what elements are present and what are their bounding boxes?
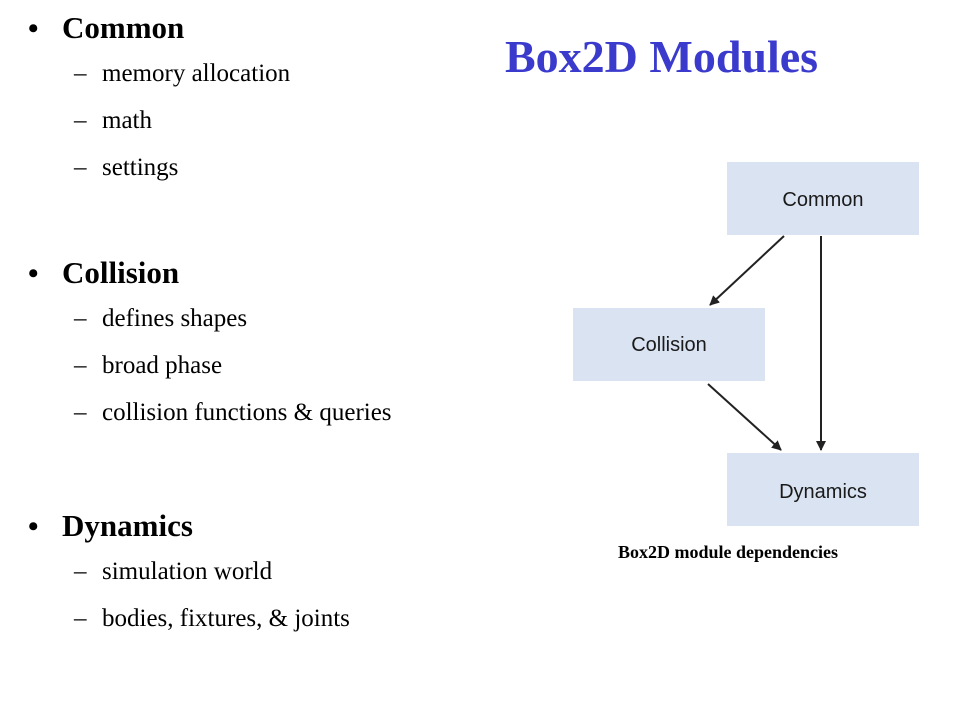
section-common: • Common – memory allocation – math – se… (28, 10, 290, 201)
heading-text: Collision (62, 255, 180, 290)
bullet-icon: • (28, 510, 39, 543)
edge-collision-to-dynamics (707, 383, 782, 451)
section-collision: • Collision – defines shapes – broad pha… (28, 255, 392, 446)
edge-common-to-collision (709, 235, 785, 306)
list-item: – broad phase (28, 352, 392, 399)
dash-icon: – (74, 558, 87, 585)
diagram-caption: Box2D module dependencies (617, 542, 839, 562)
dash-icon: – (74, 605, 87, 632)
bullet-icon: • (28, 12, 39, 45)
dash-icon: – (74, 154, 87, 181)
list-item-text: bodies, fixtures, & joints (102, 605, 350, 632)
section-heading: • Dynamics (28, 508, 350, 548)
dash-icon: – (74, 107, 87, 134)
node-dynamics-label: Dynamics (779, 481, 867, 503)
node-common-box (727, 162, 919, 235)
bullet-icon: • (28, 257, 39, 290)
dash-icon: – (74, 305, 87, 332)
list-item: – memory allocation (28, 60, 290, 107)
list-item-text: defines shapes (102, 305, 248, 332)
section-heading: • Collision (28, 255, 392, 295)
dash-icon: – (74, 60, 87, 87)
dash-icon: – (74, 399, 87, 426)
list-item-text: memory allocation (102, 60, 291, 87)
node-collision-label: Collision (631, 334, 707, 356)
node-dynamics-box (727, 453, 919, 526)
dash-icon: – (74, 352, 87, 379)
node-collision-box (573, 308, 765, 381)
section-dynamics: • Dynamics – simulation world – bodies, … (28, 508, 350, 652)
list-item: – collision functions & queries (28, 399, 392, 446)
list-item-text: broad phase (102, 352, 223, 379)
heading-text: Common (62, 10, 185, 45)
list-item: – settings (28, 154, 290, 201)
list-item-text: settings (102, 154, 179, 181)
list-item-text: simulation world (102, 558, 273, 585)
list-item-text: math (102, 107, 152, 134)
heading-text: Dynamics (62, 508, 193, 543)
section-heading: • Common (28, 10, 290, 50)
list-item: – defines shapes (28, 305, 392, 352)
list-item: – math (28, 107, 290, 154)
node-common-label: Common (782, 189, 863, 211)
slide-title: Box2D Modules (505, 31, 819, 82)
list-item: – bodies, fixtures, & joints (28, 605, 350, 652)
list-item-text: collision functions & queries (102, 399, 392, 426)
list-item: – simulation world (28, 558, 350, 605)
